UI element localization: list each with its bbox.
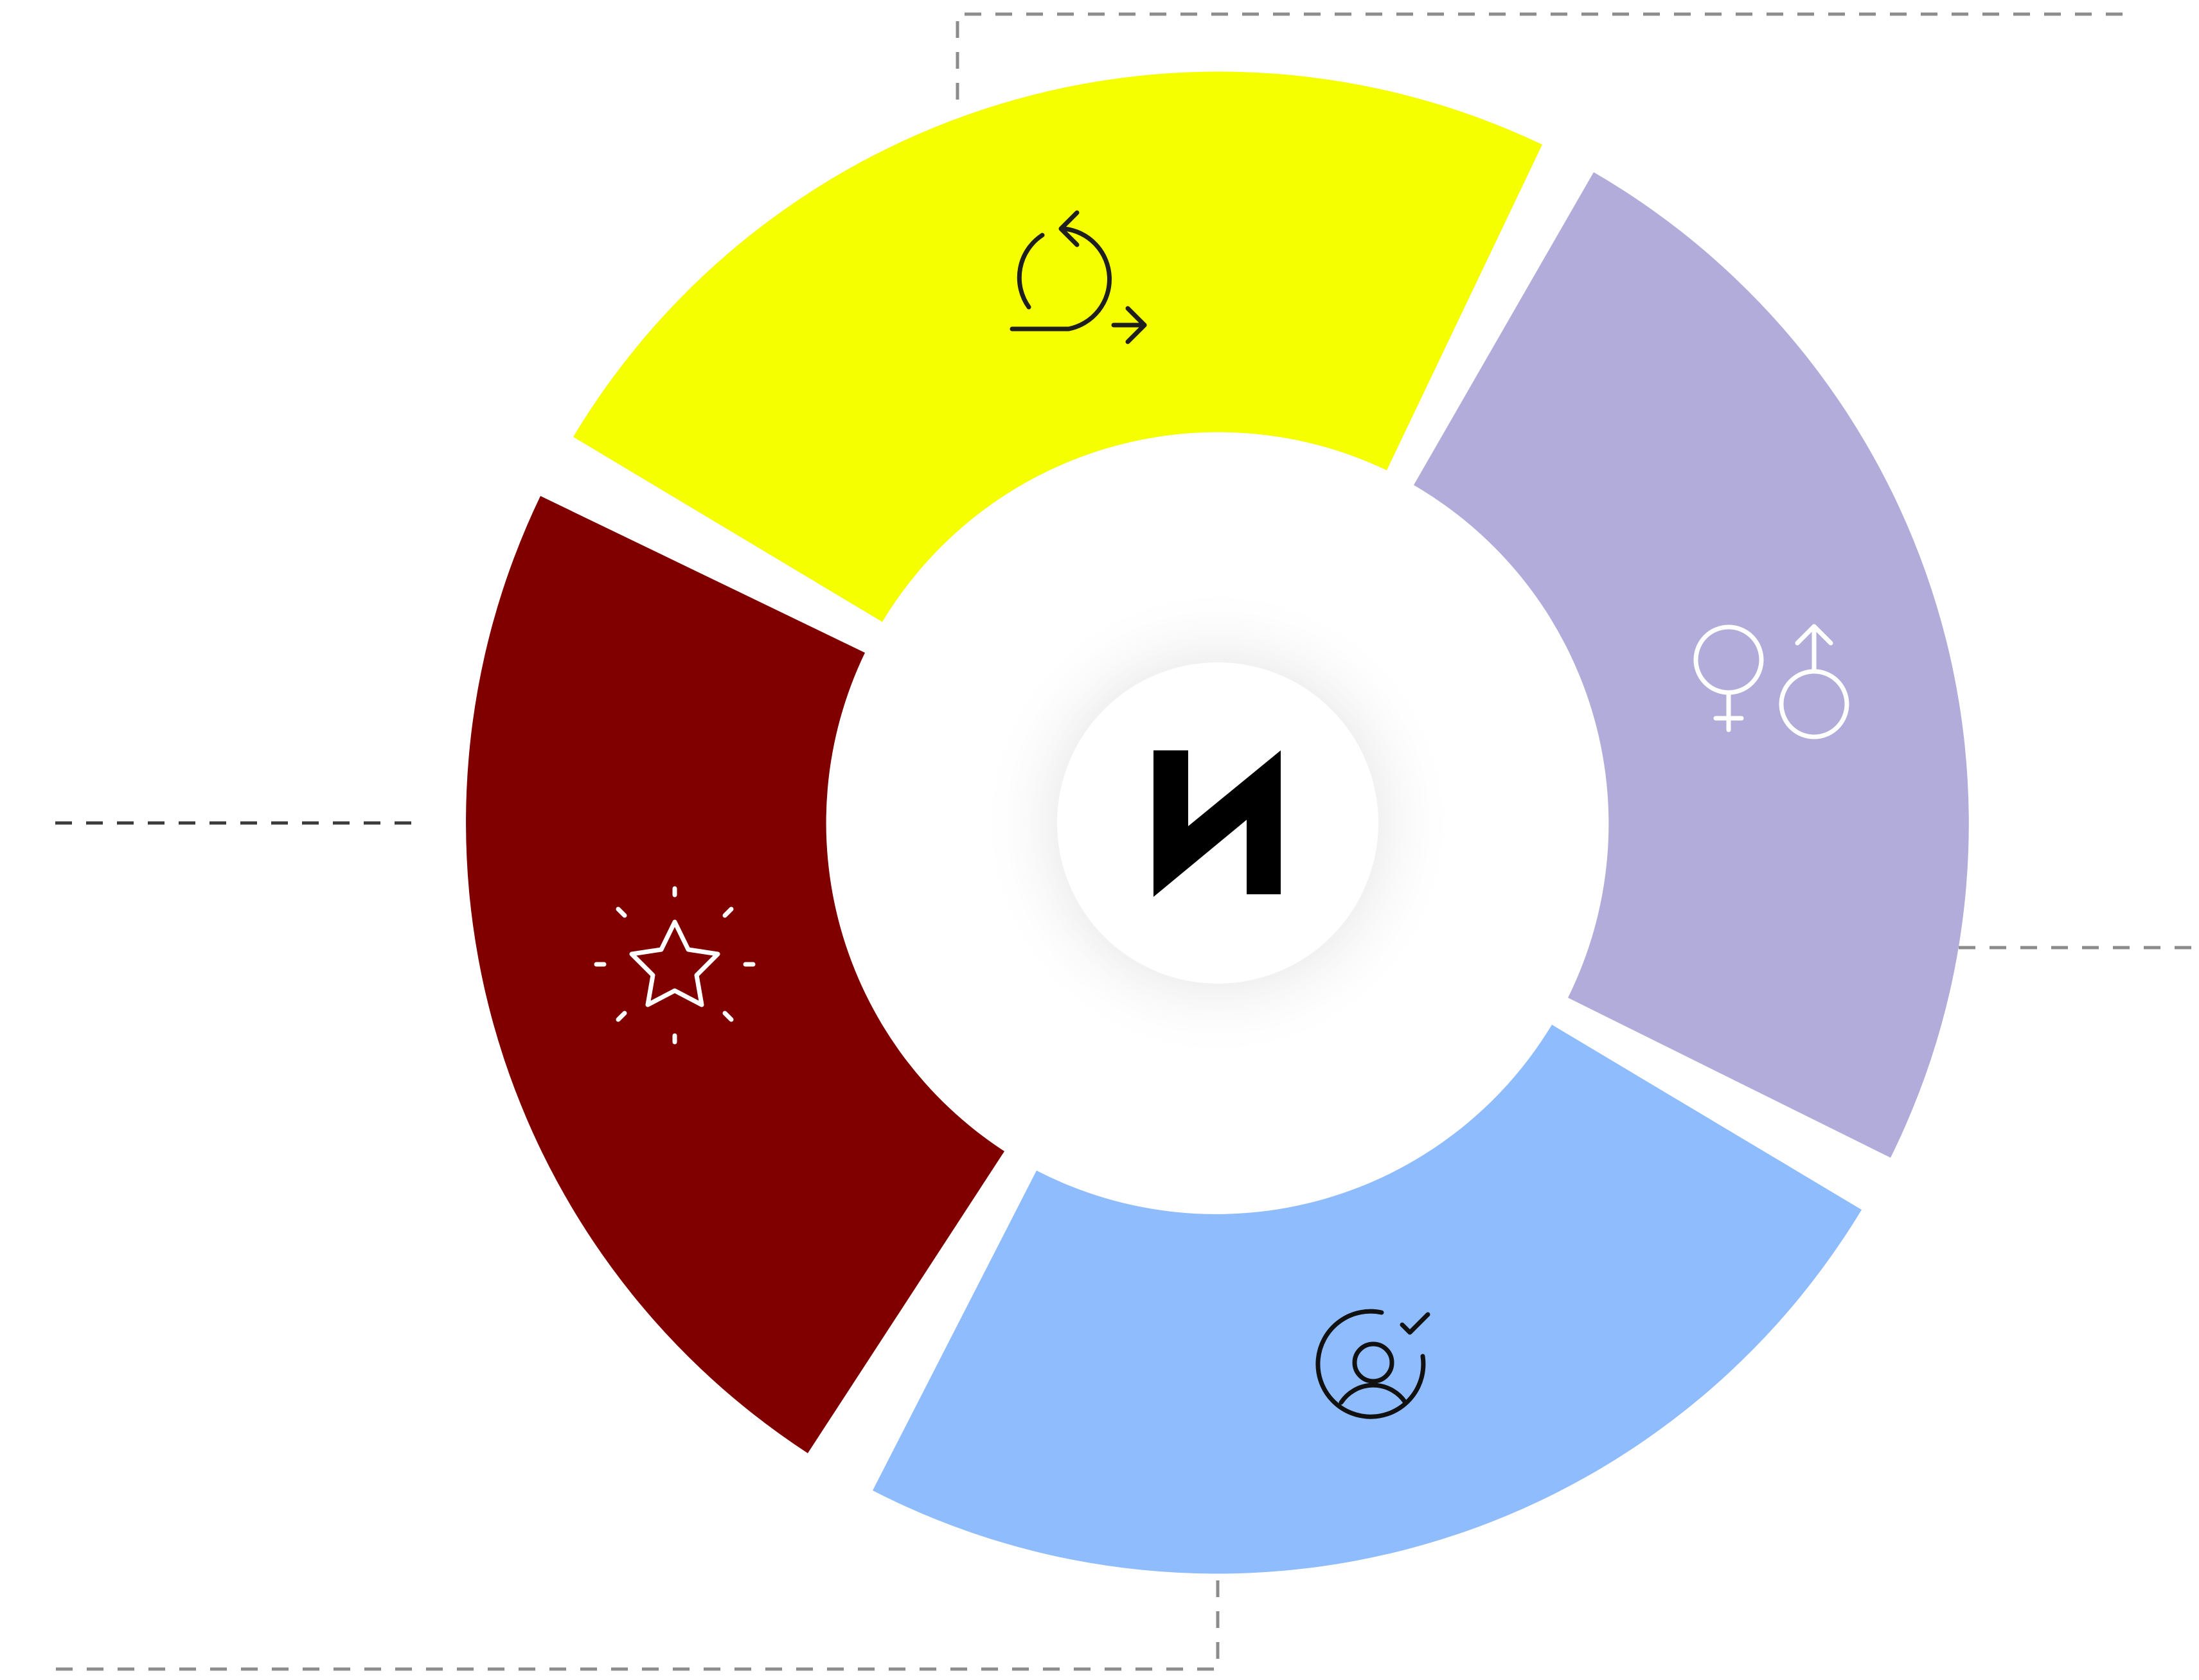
segment-user-check <box>873 1025 1862 1574</box>
n-logo-icon <box>1153 750 1281 897</box>
gender-symbols-icon <box>1693 624 1849 739</box>
connector-top <box>956 12 2127 100</box>
connector-lines <box>51 12 2199 1671</box>
segment-cycle <box>573 71 1542 623</box>
connector-bottom <box>51 1580 1220 1671</box>
center-hub <box>980 585 1456 1061</box>
sparkle-star-icon <box>594 886 756 1045</box>
user-check-icon <box>1315 1309 1430 1419</box>
ring-segments <box>466 71 1969 1574</box>
cycle-arrows-icon <box>1010 210 1147 344</box>
segment-gender <box>1414 172 1969 1158</box>
segment-star <box>466 496 1004 1453</box>
